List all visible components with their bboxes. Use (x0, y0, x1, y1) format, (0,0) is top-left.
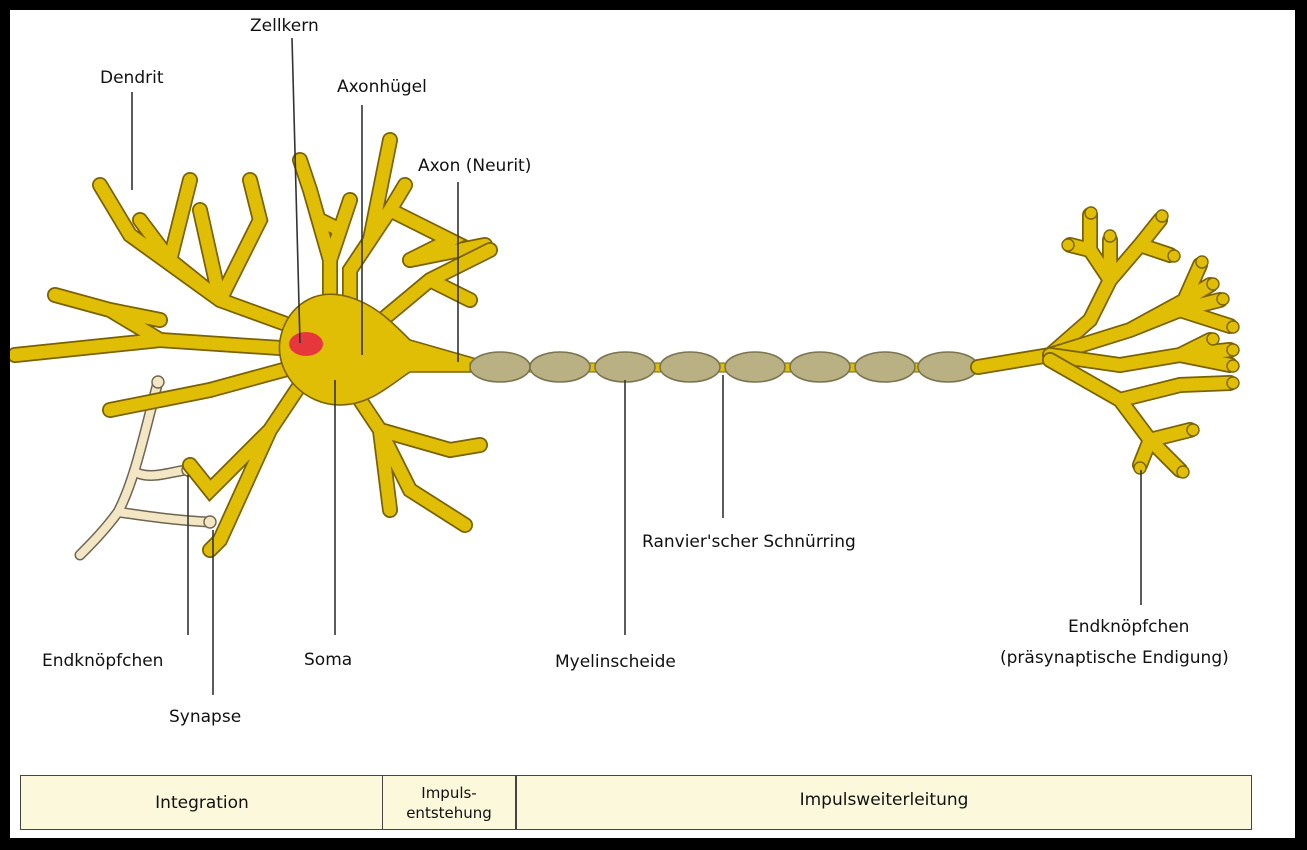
phase-weiterleitung-label: Impulsweiterleitung (800, 790, 969, 810)
label-myelinscheide: Myelinscheide (555, 652, 676, 672)
nucleus (289, 332, 323, 356)
phase-impuls-line2: entstehung (406, 803, 492, 823)
label-endknoepfchen-left: Endknöpfchen (42, 651, 163, 671)
phase-impulsweiterleitung: Impulsweiterleitung (516, 775, 1252, 830)
phase-impuls-line1: Impuls- (421, 783, 476, 803)
diagram-frame: Zellkern Dendrit Axonhügel Axon (Neurit)… (10, 10, 1295, 838)
label-axon: Axon (Neurit) (418, 156, 531, 176)
axon-terminal (978, 207, 1239, 478)
label-dendrit: Dendrit (100, 68, 164, 88)
label-synapse: Synapse (169, 707, 241, 727)
label-endknoepfchen-right-1: Endknöpfchen (1068, 617, 1189, 637)
label-zellkern: Zellkern (250, 16, 319, 36)
phase-integration-label: Integration (155, 793, 249, 813)
label-ranvier: Ranvier'scher Schnürring (642, 532, 856, 552)
label-soma: Soma (304, 650, 352, 670)
label-endknoepfchen-right-2: (präsynaptische Endigung) (1000, 648, 1229, 668)
label-axonhuegel: Axonhügel (337, 77, 427, 97)
phase-impulsentstehung: Impuls- entstehung (382, 775, 516, 830)
phase-integration: Integration (20, 775, 384, 830)
neuron-diagram: Zellkern Dendrit Axonhügel Axon (Neurit)… (10, 10, 1295, 838)
